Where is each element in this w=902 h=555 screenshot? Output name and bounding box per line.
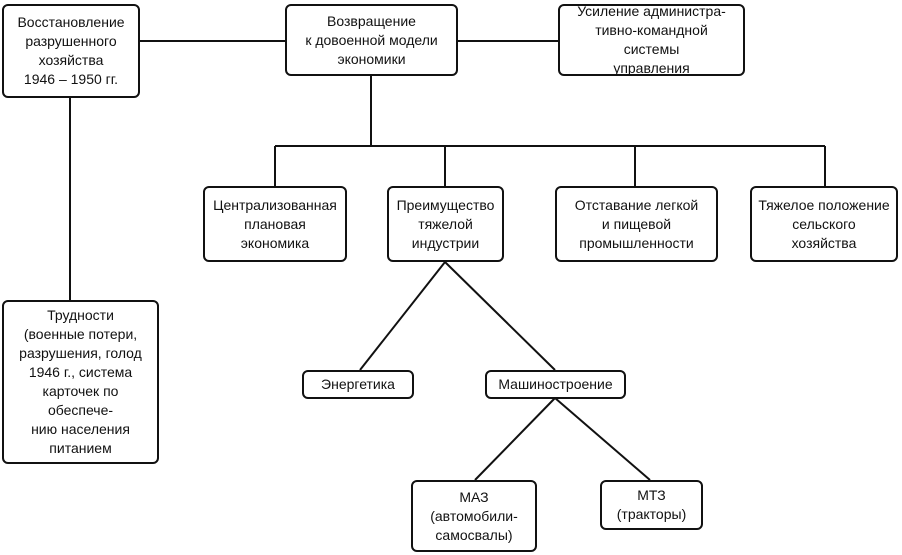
node-recovery: Восстановление разрушенного хозяйства 19…	[2, 4, 140, 98]
node-maz: МАЗ (автомобили- самосвалы)	[411, 480, 537, 552]
node-light-industry: Отставание легкой и пищевой промышленнос…	[555, 186, 718, 262]
node-admin-system: Усиление администра- тивно-командной сис…	[558, 3, 745, 76]
node-centralized: Централизованная плановая экономика	[203, 186, 347, 262]
connector-heavy-energy	[359, 261, 446, 371]
node-heavy-industry: Преимущество тяжелой индустрии	[387, 186, 504, 262]
node-difficulties: Трудности (военные потери, разрушения, г…	[2, 300, 159, 464]
node-agriculture: Тяжелое положение сельского хозяйства	[750, 186, 898, 262]
connector-machinery-mtz	[554, 397, 651, 481]
connector-machinery-maz	[474, 397, 556, 481]
connector-heavy-machinery	[444, 261, 556, 371]
node-energy: Энергетика	[302, 370, 414, 399]
node-machinery: Машиностроение	[485, 370, 626, 399]
node-mtz: МТЗ (тракторы)	[600, 480, 703, 530]
node-return-model: Возвращение к довоенной модели экономики	[285, 4, 458, 76]
